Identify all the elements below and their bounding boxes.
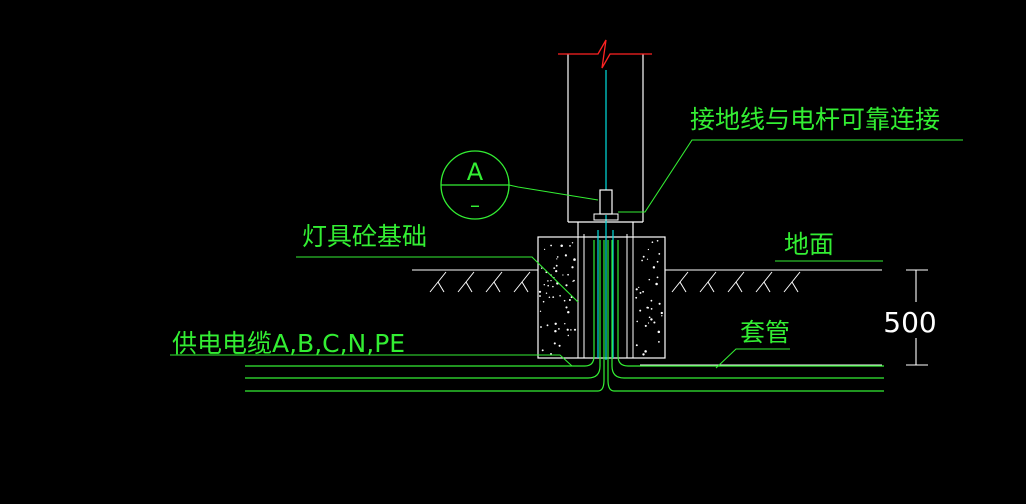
ground-wire-leader xyxy=(618,139,963,213)
embedded-pole xyxy=(577,228,634,358)
dimension-text-mask xyxy=(885,302,935,338)
ground-wire xyxy=(597,70,614,360)
ground-clamp xyxy=(599,189,613,215)
ground-wire-label: 接地线与电杆可靠连接 xyxy=(690,105,940,134)
detail-symbol-sub: – xyxy=(470,193,480,217)
concrete-foundation xyxy=(537,236,666,359)
sleeve-label: 套管 xyxy=(740,318,790,347)
detail-symbol-letter: A xyxy=(467,158,484,186)
ground-surface-label: 地面 xyxy=(784,230,834,259)
ground-clamp-base xyxy=(593,213,619,221)
cable-leader xyxy=(170,354,573,367)
foundation-leader xyxy=(296,256,579,303)
power-cables xyxy=(245,240,884,392)
sleeve-leader xyxy=(715,348,790,369)
power-cable-label: 供电电缆A,B,C,N,PE xyxy=(172,329,405,358)
concrete-hatch xyxy=(538,239,663,356)
lamp-foundation-label: 灯具砼基础 xyxy=(302,222,427,251)
dimension-value: 500 xyxy=(883,306,936,339)
break-mark xyxy=(558,39,652,69)
ground-hatch xyxy=(429,271,801,293)
detail-symbol: A – xyxy=(440,150,510,220)
detail-leader xyxy=(508,184,599,201)
